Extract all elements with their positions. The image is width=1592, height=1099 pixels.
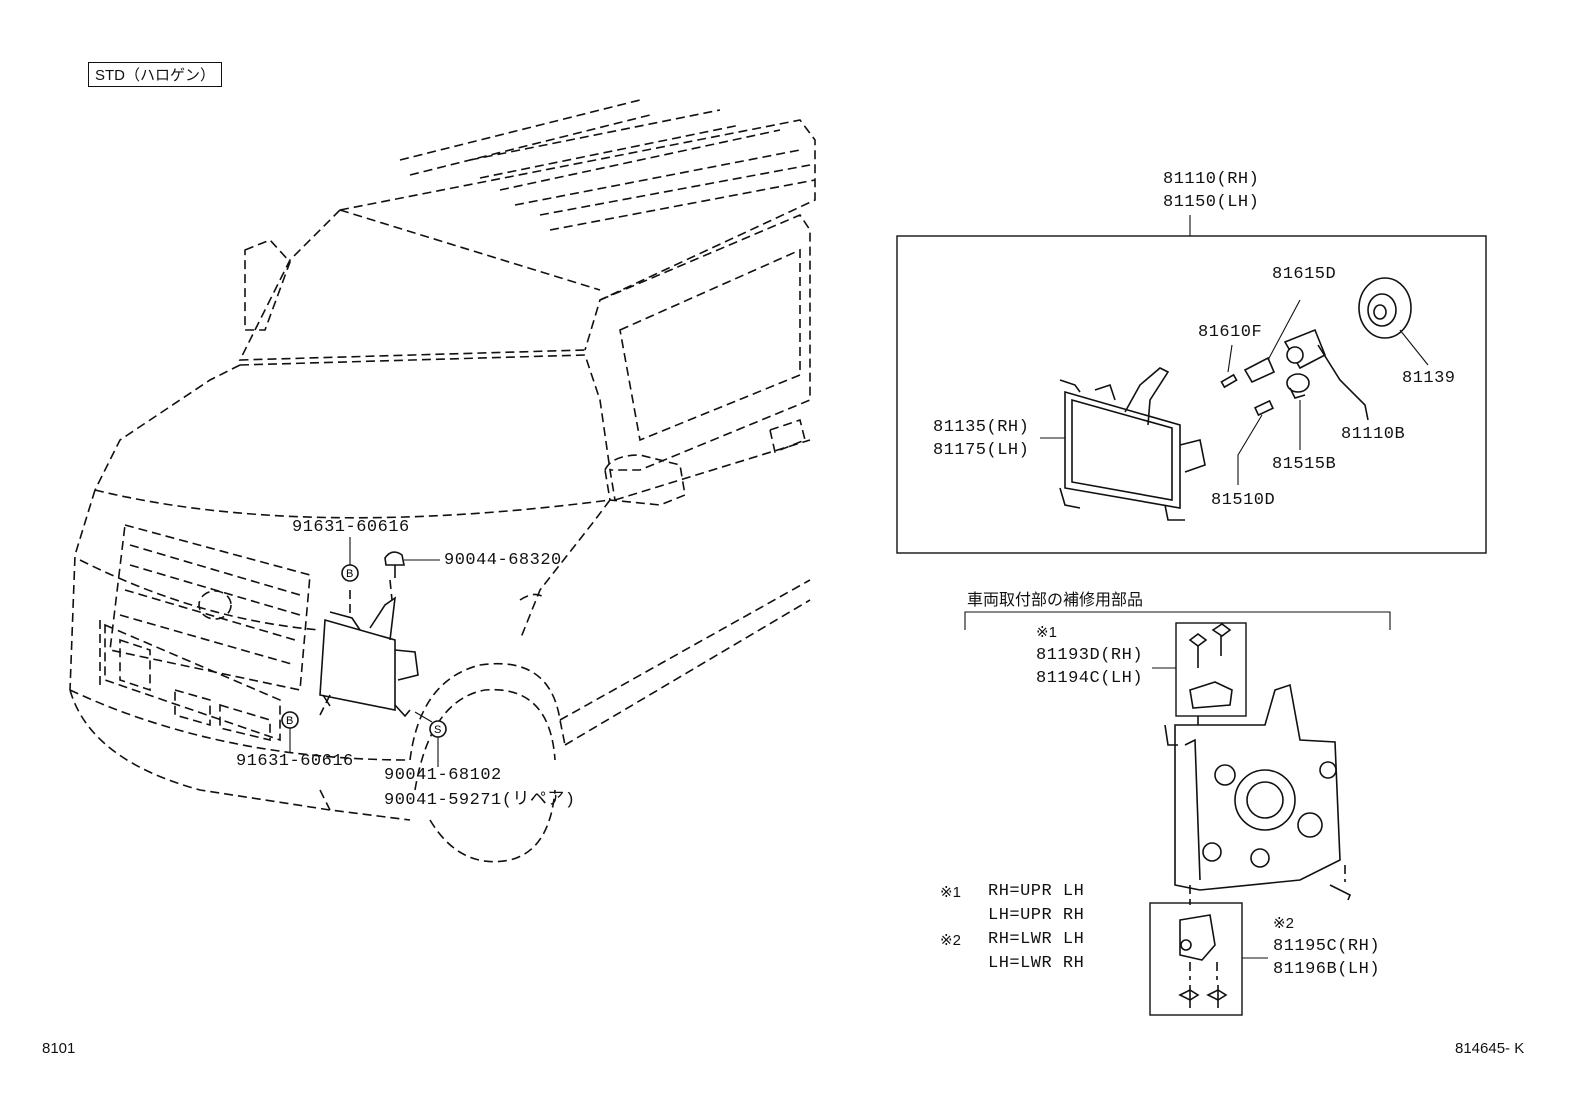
assembly-rh-part-number: 81110(RH) xyxy=(1163,170,1260,189)
bulb-small-icon xyxy=(1220,344,1238,389)
bulb-wedge-part-number: 81510D xyxy=(1211,491,1276,510)
bolt-part-number: 90044-68320 xyxy=(444,551,562,570)
bolt-90044-icon xyxy=(384,551,440,578)
figure-code: 814645- K xyxy=(1455,1040,1525,1057)
socket-part-number: 81615D xyxy=(1272,265,1337,284)
variant-label: STD（ハロゲン） xyxy=(88,62,223,87)
unit-lh-part-number: 81175(LH) xyxy=(933,441,1030,460)
upper-bracket-rh-part-number: 81193D(RH) xyxy=(1036,646,1144,665)
repair-section-bracket xyxy=(964,611,1391,630)
note2-mark: ※2 xyxy=(1273,915,1294,932)
unit-rh-part-number: 81135(RH) xyxy=(933,418,1030,437)
clip-lower-part-number: 91631-60616 xyxy=(236,752,354,771)
roof-rails xyxy=(399,99,816,231)
svg-text:S: S xyxy=(434,724,441,736)
cover-part-number: 81139 xyxy=(1402,369,1456,388)
clip-upper-part-number: 91631-60616 xyxy=(292,518,410,537)
screw-repair-part-number: 90041-59271(リペア) xyxy=(384,791,576,810)
svg-text:B: B xyxy=(346,568,353,580)
note-1-line-2: LH=UPR RH xyxy=(988,906,1085,925)
cover-icon xyxy=(1358,277,1429,366)
symbol-s: S xyxy=(414,711,447,767)
page-code: 8101 xyxy=(42,1040,76,1057)
lower-bracket-lh-part-number: 81196B(LH) xyxy=(1273,960,1381,979)
note-1-line-1: RH=UPR LH xyxy=(988,882,1085,901)
socket-icon xyxy=(1243,299,1301,384)
upper-bracket-box xyxy=(1152,622,1247,735)
lower-bracket-box xyxy=(1149,902,1268,1016)
symbol-b-upper: B xyxy=(341,537,359,582)
repair-section-title: 車両取付部の補修用部品 xyxy=(967,590,1144,609)
note-2-line-2: LH=LWR RH xyxy=(988,954,1085,973)
assembly-lh-part-number: 81150(LH) xyxy=(1163,193,1260,212)
bulb-main-part-number: 81110B xyxy=(1341,425,1406,444)
svg-text:B: B xyxy=(286,715,293,727)
socket-small-icon xyxy=(1286,373,1310,450)
note-1-mark: ※1 xyxy=(940,884,961,901)
mounting-bracket-icon xyxy=(1164,683,1352,905)
symbol-b-lower: B xyxy=(281,711,299,752)
headlamp-unit-icon xyxy=(1040,367,1206,521)
upper-bracket-lh-part-number: 81194C(LH) xyxy=(1036,669,1144,688)
lower-bracket-rh-part-number: 81195C(RH) xyxy=(1273,937,1381,956)
note-2-line-1: RH=LWR LH xyxy=(988,930,1085,949)
note-2-mark: ※2 xyxy=(940,932,961,949)
bulb-small-part-number: 81610F xyxy=(1198,323,1263,342)
note1-mark: ※1 xyxy=(1036,624,1057,641)
socket-small-part-number: 81515B xyxy=(1272,455,1337,474)
bulb-wedge-icon xyxy=(1237,399,1275,485)
bulb-main-icon xyxy=(1283,328,1369,421)
screw-part-number: 90041-68102 xyxy=(384,766,502,785)
headlamp-on-vehicle xyxy=(319,579,419,718)
assembly-box xyxy=(896,215,1487,554)
